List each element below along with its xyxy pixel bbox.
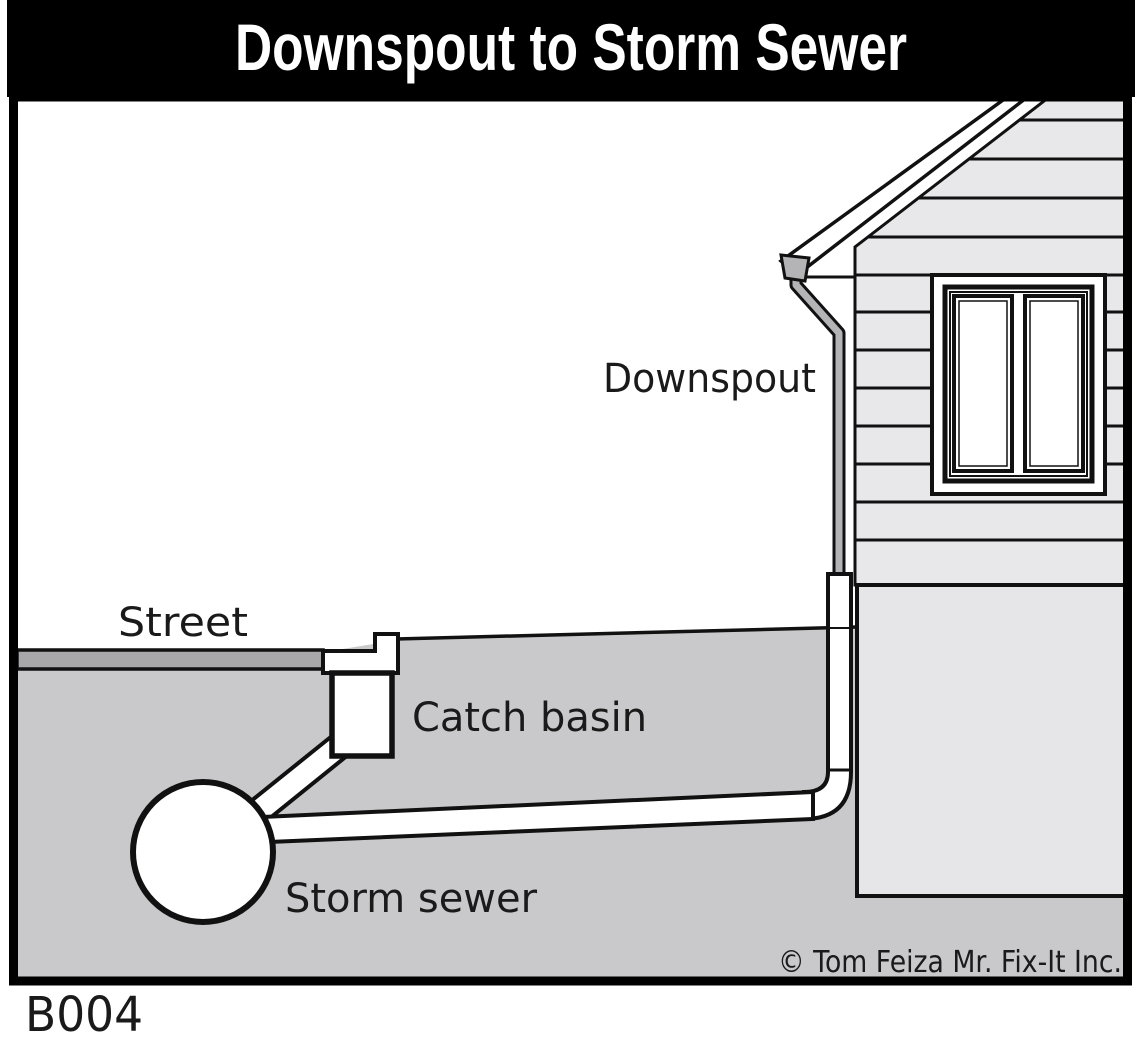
downspout-label: Downspout bbox=[603, 356, 816, 402]
window-right-sash bbox=[1023, 294, 1085, 473]
catch-basin-label: Catch basin bbox=[412, 695, 647, 741]
catch-basin-curb bbox=[321, 632, 400, 675]
title-bar bbox=[7, 0, 1135, 97]
house-foundation bbox=[855, 583, 1130, 898]
copyright-text: © Tom Feiza Mr. Fix-It Inc. bbox=[778, 945, 1122, 980]
window-right-pane bbox=[1029, 300, 1079, 467]
storm-sewer-circle bbox=[130, 779, 276, 925]
catch-basin bbox=[329, 670, 395, 759]
ground-surface-line bbox=[395, 625, 858, 641]
window-left-pane bbox=[958, 300, 1008, 467]
diagram-title: Downspout to Storm Sewer bbox=[235, 10, 907, 84]
frame-border bbox=[9, 92, 1132, 986]
window bbox=[930, 273, 1107, 496]
window-left-sash bbox=[952, 294, 1014, 473]
gutter-end-cap bbox=[779, 253, 811, 283]
storm-sewer-label: Storm sewer bbox=[285, 876, 538, 922]
street-surface bbox=[15, 648, 325, 671]
window-frame-trim bbox=[949, 291, 1088, 477]
figure-id: B004 bbox=[25, 987, 143, 1038]
street-label: Street bbox=[118, 600, 248, 646]
